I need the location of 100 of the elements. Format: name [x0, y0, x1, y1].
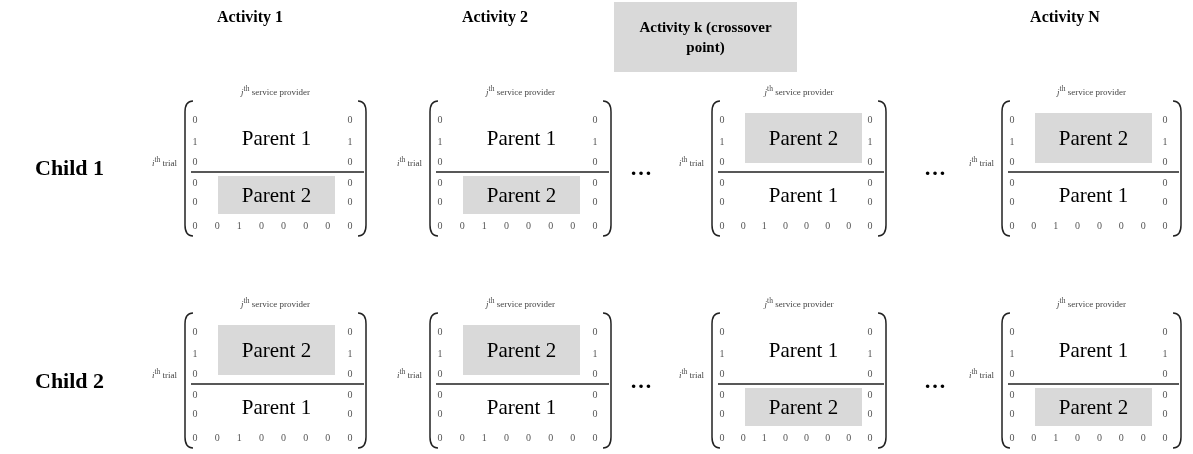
matrix-box: [1000, 100, 1183, 237]
matrix-entry: 0: [591, 177, 599, 189]
ellipsis: …: [923, 368, 947, 394]
matrix-entry: 0: [781, 432, 789, 444]
matrix-entry: 0: [824, 220, 832, 232]
matrix-entry: 0: [866, 326, 874, 338]
matrix-entry: 0: [718, 432, 726, 444]
matrix-entry: 0: [213, 432, 221, 444]
matrix-entry: 0: [591, 196, 599, 208]
matrix-entry: 0: [436, 389, 444, 401]
matrix-entry: 1: [235, 220, 243, 232]
ellipsis: …: [629, 155, 653, 181]
matrix-entry: 0: [803, 432, 811, 444]
matrix-entry: 0: [1008, 389, 1016, 401]
matrix-entry: 0: [591, 389, 599, 401]
matrix-entry: 0: [718, 408, 726, 420]
matrix-entry: 0: [866, 177, 874, 189]
matrix-entry: 0: [525, 220, 533, 232]
matrix-entry: 0: [1008, 220, 1016, 232]
matrix-entry: 0: [1139, 432, 1147, 444]
matrix-entry: 0: [191, 196, 199, 208]
matrix-entry: 1: [760, 432, 768, 444]
axis-label: i$^{th}$ trial: [150, 367, 177, 380]
matrix-entry: 0: [866, 432, 874, 444]
matrix-entry: 0: [324, 220, 332, 232]
matrix-entry: 0: [1008, 326, 1016, 338]
column-header: Activity 1: [215, 8, 285, 26]
matrix-region: Parent 1: [463, 388, 580, 426]
matrix-entry: 0: [1161, 368, 1169, 380]
axis-label: j$^{th}$ service provider: [1055, 296, 1127, 309]
axis-label: j$^{th}$ service provider: [239, 84, 311, 97]
axis-label: j$^{th}$ service provider: [484, 84, 556, 97]
axis-label: i$^{th}$ trial: [967, 367, 994, 380]
matrix-entry: 0: [191, 432, 199, 444]
matrix-region: Parent 1: [745, 176, 862, 214]
matrix-entry: 0: [191, 326, 199, 338]
matrix-entry: 0: [191, 389, 199, 401]
matrix-entry: 0: [436, 220, 444, 232]
matrix-entry: 1: [1052, 220, 1060, 232]
matrix-entry: 1: [191, 136, 199, 148]
matrix-entry: 0: [346, 408, 354, 420]
matrix-entry: 0: [436, 196, 444, 208]
matrix-entry: 1: [436, 136, 444, 148]
matrix-entry: 0: [458, 432, 466, 444]
matrix-entry: 0: [1008, 114, 1016, 126]
matrix-entry: 0: [1008, 196, 1016, 208]
matrix-entry: 0: [257, 220, 265, 232]
matrix-entry: 0: [569, 432, 577, 444]
matrix-entry: 0: [502, 220, 510, 232]
matrix-entry: 0: [1161, 432, 1169, 444]
matrix-entry: 0: [346, 432, 354, 444]
highlight-box: Parent 2: [463, 325, 580, 375]
column-header: Activity N: [1029, 8, 1101, 26]
header-box: Activity k (crossover point): [614, 2, 797, 72]
matrix-entry: 1: [1161, 348, 1169, 360]
matrix-entry: 0: [280, 220, 288, 232]
matrix-region: Parent 1: [1035, 325, 1152, 375]
highlight-box: Parent 2: [745, 388, 862, 426]
matrix-entry: 0: [866, 114, 874, 126]
matrix-entry: 0: [1008, 368, 1016, 380]
matrix-entry: 0: [718, 177, 726, 189]
matrix-entry: 1: [866, 136, 874, 148]
matrix-entry: 0: [1117, 432, 1125, 444]
axis-label: j$^{th}$ service provider: [1055, 84, 1127, 97]
highlight-box: Parent 2: [463, 176, 580, 214]
matrix-entry: 0: [191, 220, 199, 232]
matrix-entry: 1: [591, 136, 599, 148]
matrix-entry: 1: [591, 348, 599, 360]
matrix-box: [710, 312, 888, 449]
matrix-entry: 0: [280, 432, 288, 444]
matrix-entry: 0: [1008, 432, 1016, 444]
matrix-entry: 1: [1052, 432, 1060, 444]
axis-label: i$^{th}$ trial: [150, 155, 177, 168]
matrix-entry: 0: [346, 196, 354, 208]
matrix-entry: 1: [1008, 136, 1016, 148]
matrix-entry: 0: [436, 177, 444, 189]
matrix-entry: 0: [1161, 389, 1169, 401]
matrix-entry: 0: [718, 326, 726, 338]
matrix-entry: 0: [458, 220, 466, 232]
matrix-entry: 0: [591, 326, 599, 338]
matrix-entry: 0: [257, 432, 265, 444]
axis-label: i$^{th}$ trial: [967, 155, 994, 168]
row-label: Child 1: [35, 155, 105, 181]
highlight-box: Parent 2: [745, 113, 862, 163]
matrix-entry: 1: [235, 432, 243, 444]
matrix-entry: 0: [547, 220, 555, 232]
matrix-entry: 1: [718, 136, 726, 148]
matrix-region: Parent 1: [218, 113, 335, 163]
matrix-entry: 0: [302, 220, 310, 232]
matrix-entry: 0: [591, 408, 599, 420]
matrix-entry: 0: [191, 408, 199, 420]
matrix-entry: 1: [1008, 348, 1016, 360]
matrix-entry: 0: [191, 114, 199, 126]
axis-label: j$^{th}$ service provider: [762, 84, 835, 97]
matrix-entry: 0: [547, 432, 555, 444]
matrix-entry: 0: [824, 432, 832, 444]
matrix-region: Parent 1: [463, 113, 580, 163]
matrix-entry: 0: [1095, 432, 1103, 444]
matrix-entry: 0: [346, 220, 354, 232]
matrix-entry: 0: [739, 220, 747, 232]
